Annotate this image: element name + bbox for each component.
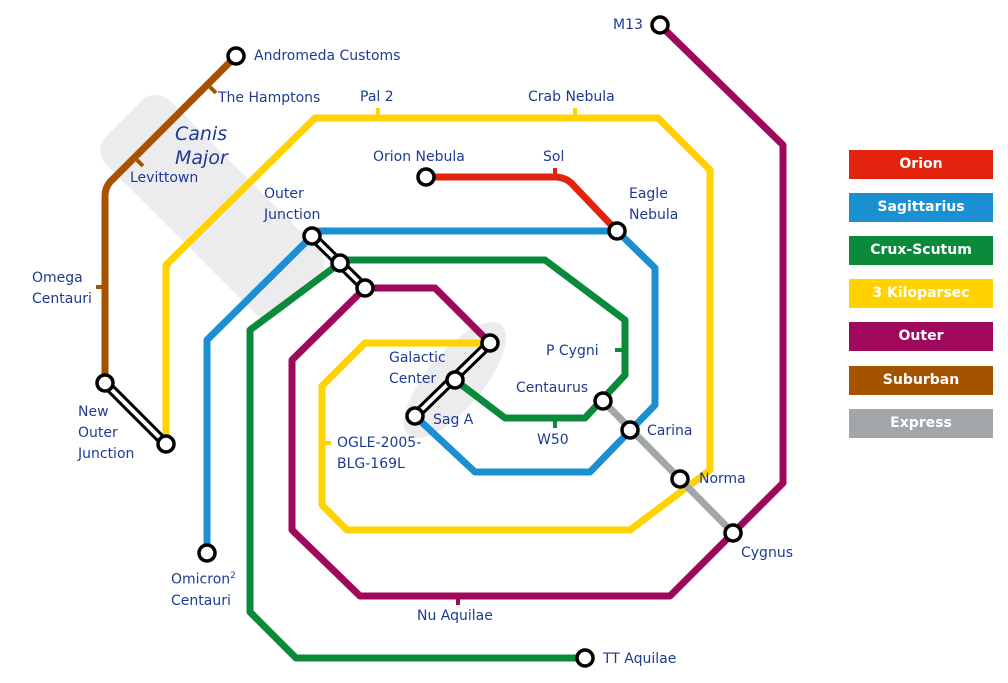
- legend-outer: Outer: [849, 322, 993, 351]
- legend-suburban: Suburban: [849, 366, 993, 395]
- station-sag-a[interactable]: Sag A: [433, 412, 474, 428]
- line-outer: [288, 22, 787, 600]
- station-omega-centauri[interactable]: Omega Centauri: [32, 270, 92, 307]
- station-p-cygni[interactable]: P Cygni: [546, 343, 599, 359]
- station-omicron-label-2: Centauri: [171, 592, 231, 609]
- station-ticks: [96, 85, 625, 605]
- legend-orion: Orion: [849, 150, 993, 179]
- interchange-circles: [95, 15, 743, 668]
- line-sagittarius: [203, 227, 659, 553]
- station-omicron-label: Omicron: [171, 571, 231, 588]
- station-new-outer-junction[interactable]: New Outer Junction: [78, 404, 135, 462]
- line-orion: [426, 173, 620, 234]
- station-galactic-center[interactable]: Galactic Center: [389, 350, 446, 387]
- station-tt-aquilae[interactable]: TT Aquilae: [603, 651, 677, 667]
- station-ogle[interactable]: OGLE-2005- BLG-169L: [337, 435, 422, 472]
- station-omicron-superscript: 2: [230, 571, 236, 581]
- station-orion-nebula[interactable]: Orion Nebula: [373, 149, 465, 165]
- station-pal-2[interactable]: Pal 2: [360, 89, 394, 105]
- station-norma[interactable]: Norma: [699, 471, 746, 487]
- station-eagle-nebula[interactable]: Eagle Nebula: [629, 186, 679, 223]
- station-cygnus[interactable]: Cygnus: [741, 545, 793, 561]
- line-suburban: [101, 53, 239, 383]
- zone-canis-major: Canis Major: [175, 123, 228, 169]
- station-centaurus[interactable]: Centaurus: [516, 380, 589, 396]
- legend-sagittarius: Sagittarius: [849, 193, 993, 222]
- legend-3-kiloparsec: 3 Kiloparsec: [849, 279, 993, 308]
- line-crux-scutum: [246, 256, 629, 662]
- station-crab-nebula[interactable]: Crab Nebula: [528, 89, 615, 105]
- station-nu-aquilae[interactable]: Nu Aquilae: [417, 608, 493, 624]
- station-the-hamptons[interactable]: The Hamptons: [218, 90, 321, 106]
- station-andromeda-customs[interactable]: Andromeda Customs: [254, 48, 401, 64]
- station-carina[interactable]: Carina: [647, 423, 693, 439]
- station-m13[interactable]: M13: [613, 17, 643, 33]
- station-outer-junction[interactable]: Outer Junction: [264, 186, 321, 223]
- station-levittown[interactable]: Levittown: [130, 170, 199, 186]
- station-w50[interactable]: W50: [537, 432, 569, 448]
- legend-express: Express: [849, 409, 993, 438]
- station-sol[interactable]: Sol: [543, 149, 565, 165]
- line-3-kiloparsec: [162, 114, 714, 534]
- canis-major-zone: [100, 94, 325, 319]
- legend-crux-scutum: Crux-Scutum: [849, 236, 993, 265]
